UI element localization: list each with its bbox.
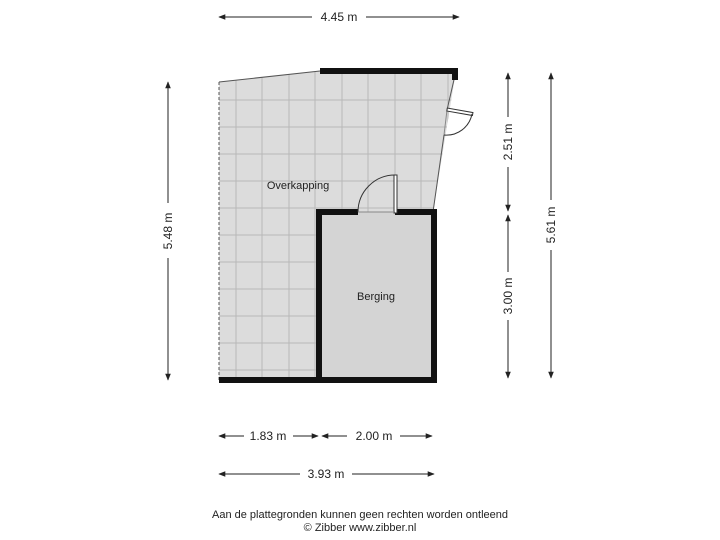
dimension-top-width: 4.45 m xyxy=(321,10,358,24)
dimension-bottom-total-width: 3.93 m xyxy=(308,467,345,481)
dimension-bottom-left-width: 1.83 m xyxy=(250,429,287,443)
dimension-left-height: 5.48 m xyxy=(161,213,175,250)
dimension-right-lower-height: 3.00 m xyxy=(501,278,515,315)
footer-copyright: © Zibber www.zibber.nl xyxy=(303,522,417,534)
footer-disclaimer: Aan de plattegronden kunnen geen rechten… xyxy=(211,509,508,521)
room-label-berging: Berging xyxy=(357,291,395,303)
dimension-bottom-right-width: 2.00 m xyxy=(356,429,393,443)
dimension-lines xyxy=(165,14,554,477)
covered-area xyxy=(218,70,457,380)
storage-room xyxy=(319,212,434,380)
dimension-right-upper-height: 2.51 m xyxy=(501,124,515,161)
room-label-overkapping: Overkapping xyxy=(267,180,329,192)
dimension-right-total-height: 5.61 m xyxy=(544,207,558,244)
walls xyxy=(219,68,458,383)
storage-door xyxy=(357,174,398,214)
side-door xyxy=(443,107,474,136)
